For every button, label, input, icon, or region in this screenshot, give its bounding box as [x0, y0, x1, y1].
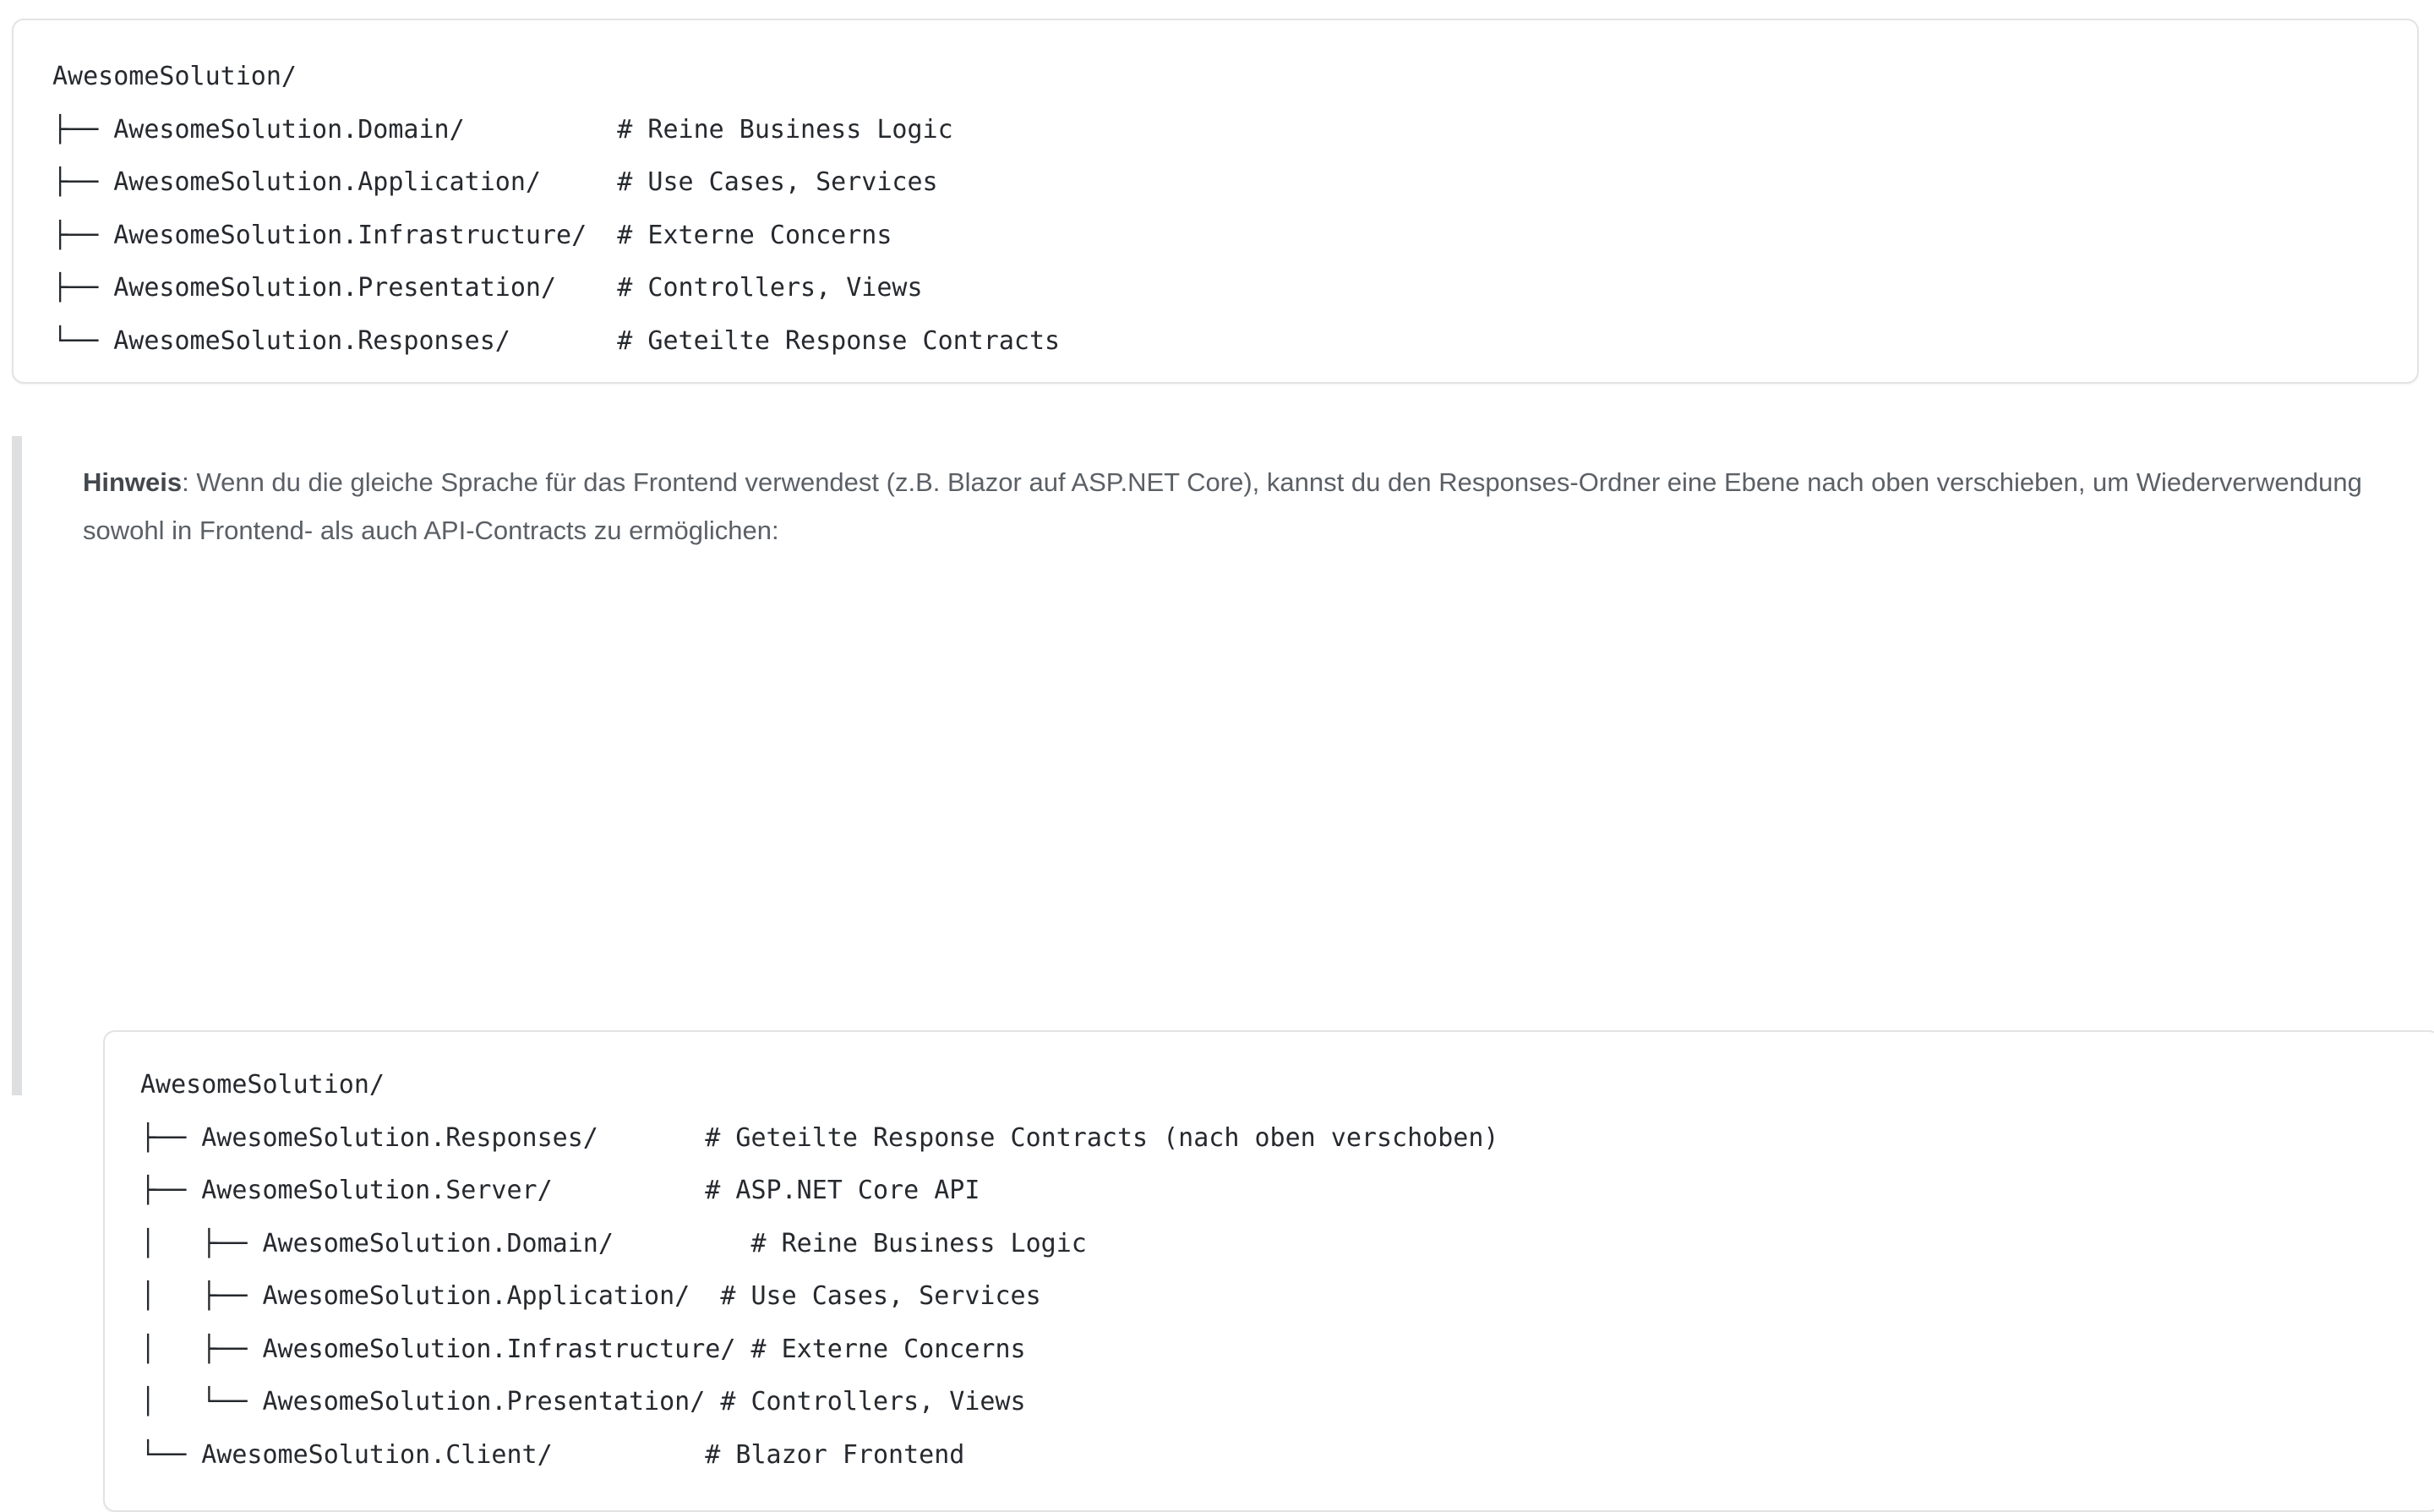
code-block-two-content[interactable]: AwesomeSolution/ ├── AwesomeSolution.Res… [140, 1070, 1499, 1470]
note-body-text: Wenn du die gleiche Sprache für das Fron… [83, 467, 2362, 545]
note-blockquote: Hinweis: Wenn du die gleiche Sprache für… [12, 436, 2434, 1512]
document-page: AwesomeSolution/ ├── AwesomeSolution.Dom… [12, 19, 2434, 1512]
code-block-one-content[interactable]: AwesomeSolution/ ├── AwesomeSolution.Dom… [52, 62, 1061, 356]
note-lead-label: Hinweis [83, 467, 183, 497]
note-lead-separator: : [182, 467, 189, 497]
note-paragraph: Hinweis: Wenn du die gleiche Sprache für… [83, 436, 2365, 554]
code-block-solution-structure: AwesomeSolution/ ├── AwesomeSolution.Dom… [12, 19, 2419, 384]
code-block-solution-structure-hoisted-responses: AwesomeSolution/ ├── AwesomeSolution.Res… [103, 1030, 2434, 1512]
